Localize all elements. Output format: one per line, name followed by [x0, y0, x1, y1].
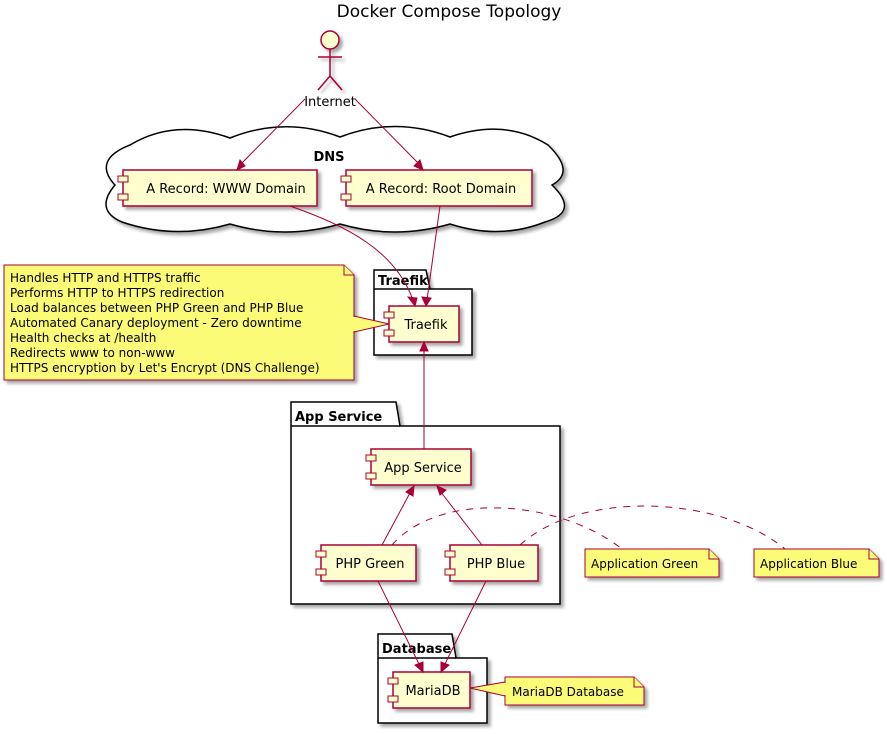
connector-phpgreen-note	[391, 507, 623, 550]
app-blue-note-label: Application Blue	[760, 557, 857, 571]
app-service-package-label: App Service	[295, 410, 382, 425]
edge-phpgreen-to-mariadb	[377, 580, 424, 674]
traefik-note-line-2: Performs HTTP to HTTPS redirection	[10, 286, 224, 300]
a-record-www-label: A Record: WWW Domain	[146, 182, 306, 197]
edge-internet-to-root	[354, 98, 424, 171]
app-green-note: Application Green	[584, 548, 720, 578]
app-service-label: App Service	[384, 461, 462, 476]
traefik-package-label: Traefik	[378, 274, 428, 289]
php-green-component: PHP Green	[315, 544, 417, 582]
php-blue-label: PHP Blue	[467, 557, 525, 572]
edge-root-to-traefik	[421, 205, 441, 308]
php-green-label: PHP Green	[336, 557, 405, 572]
a-record-www-component: A Record: WWW Domain	[117, 169, 318, 207]
traefik-label: Traefik	[403, 318, 448, 333]
traefik-note-line-1: Handles HTTP and HTTPS traffic	[10, 271, 201, 285]
edge-phpblue-to-mariadb	[440, 580, 487, 674]
internet-actor	[317, 30, 343, 91]
app-blue-note: Application Blue	[753, 548, 880, 578]
dns-label: DNS	[313, 150, 344, 165]
edge-phpgreen-to-appservice	[381, 484, 415, 546]
mariadb-note-label: MariaDB Database	[512, 685, 624, 699]
php-blue-component: PHP Blue	[444, 544, 539, 582]
traefik-component: Traefik	[383, 305, 460, 343]
traefik-note-line-6: Redirects www to non-www	[10, 346, 175, 360]
internet-label: Internet	[304, 95, 356, 110]
traefik-note-line-5: Health checks at /health	[10, 331, 156, 345]
edge-www-to-traefik	[289, 205, 418, 308]
traefik-note-line-7: HTTPS encryption by Let's Encrypt (DNS C…	[10, 361, 320, 375]
edge-internet-to-www	[236, 98, 306, 171]
a-record-root-label: A Record: Root Domain	[366, 182, 516, 197]
edge-phpblue-to-appservice	[436, 485, 483, 546]
diagram-title: Docker Compose Topology	[337, 2, 562, 22]
app-green-note-label: Application Green	[591, 557, 698, 571]
edge-appservice-to-traefik	[419, 340, 429, 449]
mariadb-component: MariaDB	[387, 671, 471, 709]
app-service-component: App Service	[365, 448, 472, 486]
traefik-note-line-4: Automated Canary deployment - Zero downt…	[10, 316, 302, 330]
mariadb-note: MariaDB Database	[469, 676, 645, 706]
a-record-root-component: A Record: Root Domain	[340, 169, 533, 207]
traefik-note: Handles HTTP and HTTPS traffic Performs …	[3, 264, 390, 381]
database-package-label: Database	[382, 642, 451, 657]
mariadb-label: MariaDB	[405, 684, 460, 699]
connector-phpblue-note	[519, 505, 786, 550]
traefik-note-line-3: Load balances between PHP Green and PHP …	[10, 301, 303, 315]
